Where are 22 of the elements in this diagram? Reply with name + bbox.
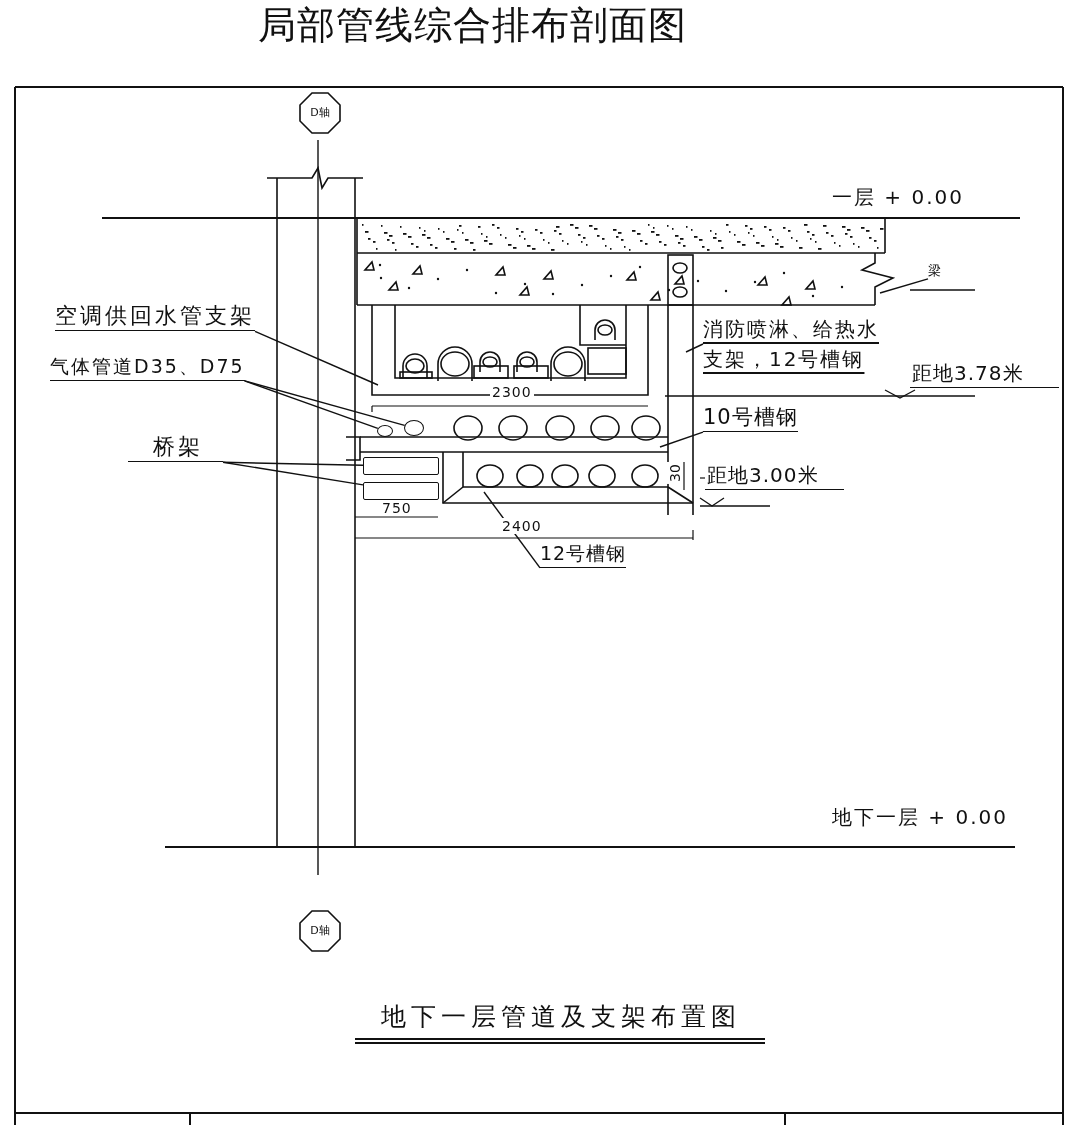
caption: 地下一层管道及支架布置图: [355, 1003, 765, 1044]
leader-line: [879, 278, 929, 294]
callout-label: 10号槽钢: [703, 405, 798, 433]
callout-label: 消防喷淋、给热水支架，12号槽钢: [703, 314, 889, 374]
leader-line: [685, 343, 704, 353]
callout-label: 空调供回水管支架: [55, 303, 255, 332]
callout-label: 桥架: [128, 434, 223, 463]
axis-marker: D轴: [299, 92, 341, 134]
leader-line: [254, 330, 379, 386]
leader-line: [659, 431, 704, 448]
leader-line: [243, 380, 406, 427]
callout-label: 梁: [928, 264, 941, 279]
axis-marker: D轴: [299, 910, 341, 952]
cable-tray: [363, 457, 439, 475]
callout-label: 12号槽钢: [540, 543, 627, 568]
level-label: 距地3.00米: [705, 464, 844, 490]
dimension-label: 30: [666, 462, 683, 484]
leader-line: [222, 461, 364, 486]
title: 局部管线综合排布剖面图: [258, 4, 687, 48]
callout-label: 气体管道D35、D75: [50, 356, 245, 381]
cable-tray: [363, 482, 439, 500]
level-label: 距地3.78米: [910, 362, 1059, 388]
